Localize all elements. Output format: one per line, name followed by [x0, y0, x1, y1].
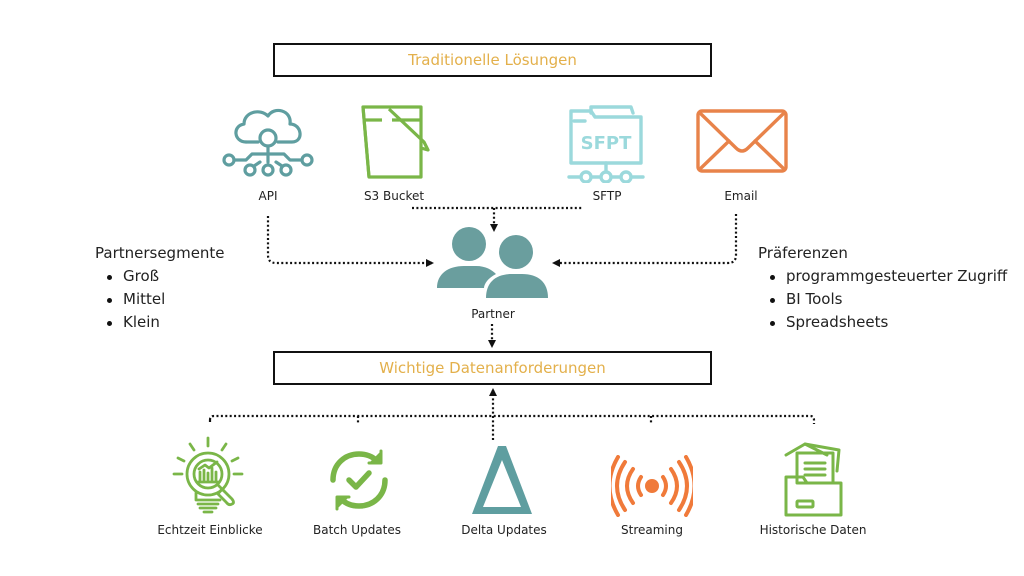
broadcast-icon — [607, 455, 697, 521]
list-item: BI Tools — [770, 288, 1007, 311]
channel-label-email: Email — [724, 189, 758, 203]
svg-text:SFPT: SFPT — [581, 133, 632, 154]
requirement-label-streaming: Streaming — [621, 523, 683, 537]
connector-requirements-bar — [208, 414, 816, 424]
bucket-icon — [358, 104, 430, 184]
envelope-icon — [695, 108, 789, 178]
requirement-label-realtime: Echtzeit Einblicke — [157, 523, 263, 537]
traditional-solutions-box: Traditionelle Lösungen — [273, 43, 712, 77]
key-data-requirements-box: Wichtige Datenanforderungen — [273, 351, 712, 385]
sync-check-icon — [323, 446, 395, 518]
channel-label-s3-bucket: S3 Bucket — [363, 189, 425, 203]
partner-segments-list: Partnersegmente Groß Mittel Klein — [95, 244, 225, 334]
list-item: Mittel — [107, 288, 225, 311]
traditional-solutions-title: Traditionelle Lösungen — [408, 51, 577, 69]
list-item: Groß — [107, 265, 225, 288]
sftp-folder-icon: SFPT — [565, 103, 647, 187]
users-icon — [436, 224, 550, 304]
requirement-label-delta: Delta Updates — [461, 523, 547, 537]
partner-segments-title: Partnersegmente — [95, 244, 225, 262]
connector-email — [552, 214, 738, 267]
preferences-title: Präferenzen — [758, 244, 848, 262]
delta-icon — [470, 444, 534, 520]
channel-label-api: API — [258, 189, 278, 203]
channel-label-sftp: SFTP — [592, 189, 622, 203]
list-item: programmgesteuerter Zugriff — [770, 265, 1007, 288]
key-data-requirements-title: Wichtige Datenanforderungen — [379, 359, 606, 377]
preferences-list: Präferenzen programmgesteuerter Zugriff … — [758, 244, 1007, 334]
lightbulb-insight-icon — [172, 436, 248, 520]
folder-documents-icon — [781, 441, 847, 521]
connector-api — [266, 216, 434, 267]
cloud-network-icon — [222, 104, 314, 186]
list-item: Spreadsheets — [770, 311, 1007, 334]
requirement-label-batch: Batch Updates — [312, 523, 402, 537]
requirement-label-historical: Historische Daten — [759, 523, 867, 537]
list-item: Klein — [107, 311, 225, 334]
partner-label: Partner — [471, 307, 515, 321]
